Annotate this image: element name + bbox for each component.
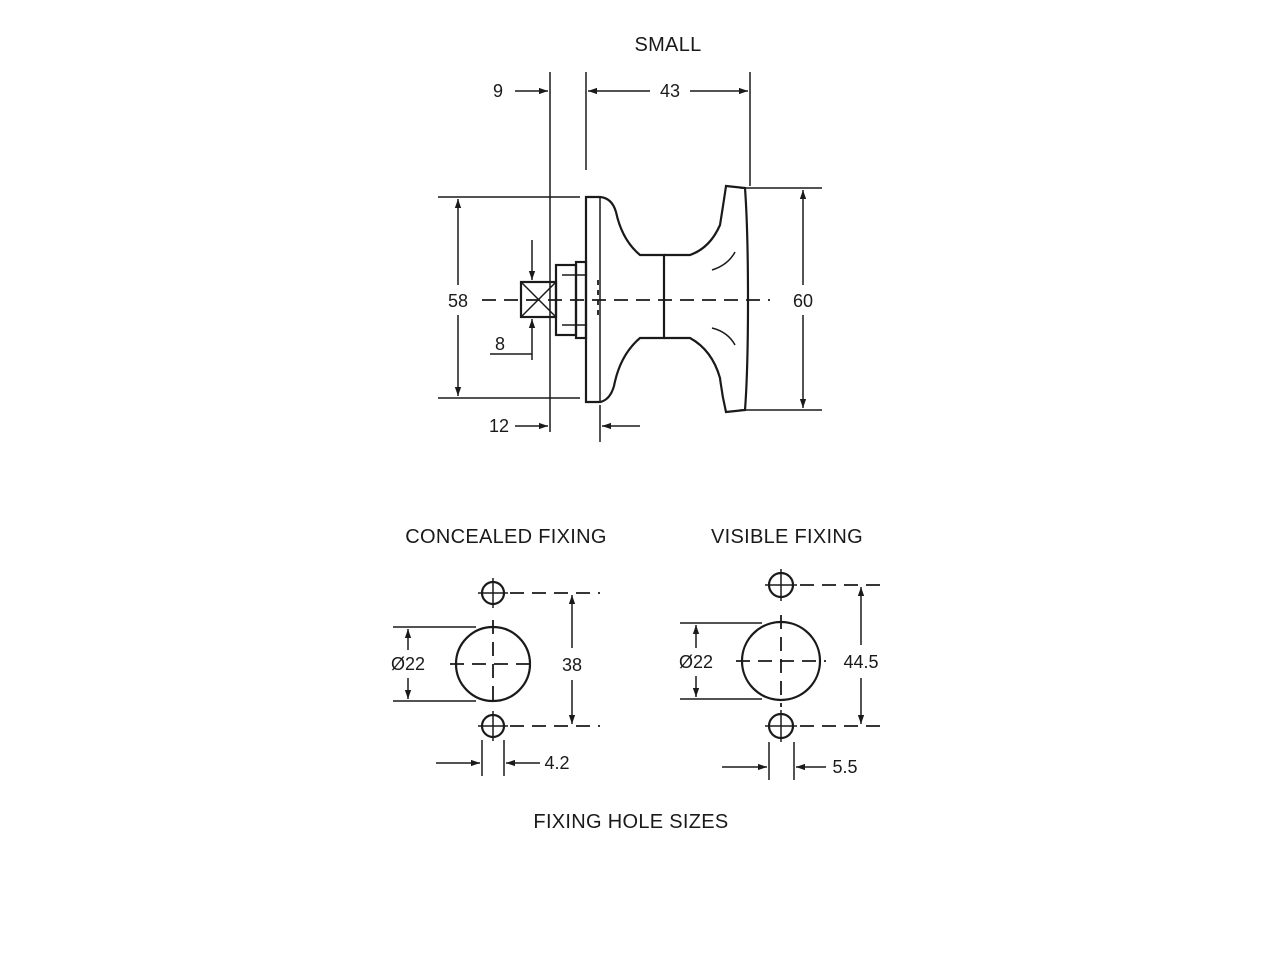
dim-label-visible-centres: 44.5 <box>843 652 878 672</box>
concealed-fixing-diagram <box>393 578 600 776</box>
title-concealed-fixing: CONCEALED FIXING <box>405 526 607 548</box>
dim-label-58: 58 <box>448 291 468 311</box>
dimension-concealed-hole: 4.2 <box>436 753 570 773</box>
knob-side-view <box>438 72 822 432</box>
dimension-43: 43 <box>588 81 748 101</box>
title-fixing-hole-sizes: FIXING HOLE SIZES <box>533 811 728 833</box>
dimension-visible-centres: 44.5 <box>843 587 879 724</box>
dimension-60: 60 <box>793 190 813 408</box>
dimension-visible-bore: Ø22 <box>679 625 713 697</box>
dimension-9: 9 <box>493 81 548 101</box>
dimension-8: 8 <box>490 240 536 360</box>
dim-label-60: 60 <box>793 291 813 311</box>
dim-label-concealed-hole: 4.2 <box>544 753 569 773</box>
dimension-concealed-bore: Ø22 <box>391 629 425 699</box>
dim-label-visible-hole: 5.5 <box>832 757 857 777</box>
title-small: SMALL <box>634 34 701 56</box>
dim-label-9: 9 <box>493 81 503 101</box>
dim-label-concealed-bore: Ø22 <box>391 654 425 674</box>
dim-label-8: 8 <box>495 334 505 354</box>
dimension-58: 58 <box>448 199 468 396</box>
dim-label-12: 12 <box>489 416 509 436</box>
visible-fixing-diagram <box>680 569 882 780</box>
title-visible-fixing: VISIBLE FIXING <box>711 526 863 548</box>
dim-label-concealed-centres: 38 <box>562 655 582 675</box>
dimension-concealed-centres: 38 <box>562 595 582 724</box>
dimension-12: 12 <box>489 405 640 442</box>
dim-label-43: 43 <box>660 81 680 101</box>
dim-label-visible-bore: Ø22 <box>679 652 713 672</box>
dimension-visible-hole: 5.5 <box>722 757 858 777</box>
